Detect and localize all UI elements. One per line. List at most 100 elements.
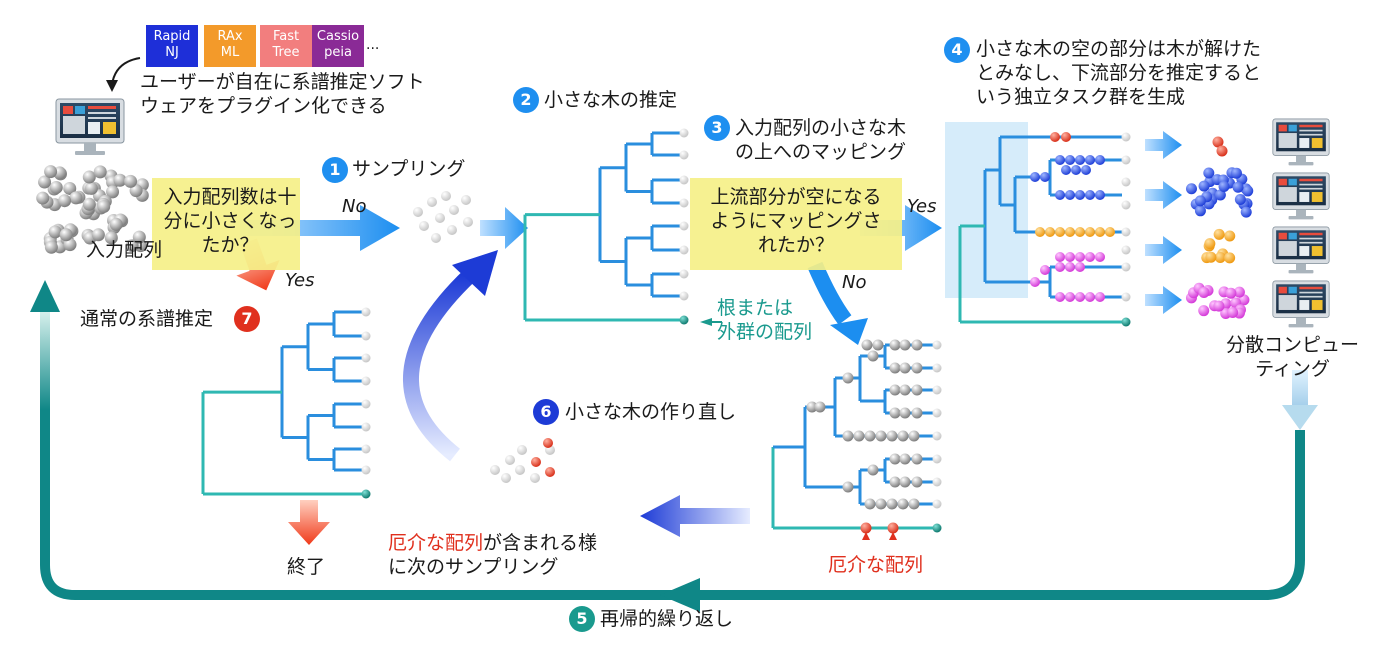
to-tree-arrow bbox=[480, 207, 528, 249]
input-sequence-dot bbox=[113, 173, 127, 187]
bead-blue bbox=[1030, 172, 1040, 182]
no-arrow bbox=[240, 205, 400, 251]
bead bbox=[899, 362, 911, 374]
branch bbox=[858, 354, 885, 403]
sampled-points bbox=[413, 191, 473, 243]
resample-caption: 厄介な配列が含まれる様 に次のサンプリング bbox=[388, 507, 597, 579]
bead bbox=[886, 430, 898, 442]
step-badge-1: 1 bbox=[322, 157, 348, 183]
bead-blue bbox=[1081, 165, 1091, 175]
problem-arrow-2 bbox=[889, 532, 897, 540]
branch bbox=[598, 166, 626, 263]
end-label: 終了 bbox=[287, 556, 326, 578]
leaf bbox=[361, 307, 371, 317]
bead bbox=[889, 384, 901, 396]
leaf bbox=[361, 353, 371, 363]
input-sequence-dot bbox=[36, 191, 50, 205]
bead-magenta bbox=[1075, 252, 1085, 262]
step-badge-4: 4 bbox=[944, 37, 970, 63]
leaf bbox=[361, 422, 371, 432]
cluster-dot bbox=[1213, 300, 1225, 312]
branch bbox=[803, 405, 860, 489]
no-map-arrow bbox=[807, 261, 852, 325]
step-badge-6: 6 bbox=[533, 399, 559, 425]
bead bbox=[897, 430, 909, 442]
leaf bbox=[932, 477, 942, 487]
step-badge-2: 2 bbox=[513, 87, 539, 113]
bead bbox=[889, 453, 901, 465]
cluster-dot bbox=[1234, 193, 1246, 205]
bead-magenta bbox=[1055, 252, 1065, 262]
resampled-dot bbox=[545, 467, 555, 477]
leaf bbox=[932, 431, 942, 441]
computer-icon bbox=[55, 98, 125, 156]
cluster-dot bbox=[1230, 167, 1242, 179]
cluster-dot bbox=[1224, 230, 1236, 242]
branch bbox=[650, 272, 680, 298]
recursion-loop-head-left bbox=[30, 280, 60, 312]
sampled-dot bbox=[427, 197, 437, 207]
bead bbox=[889, 339, 901, 351]
cluster-dot bbox=[1213, 228, 1225, 240]
bead bbox=[908, 430, 920, 442]
task-clusters bbox=[1185, 136, 1254, 319]
computer-icon bbox=[1272, 118, 1330, 166]
bead bbox=[897, 498, 909, 510]
bead bbox=[899, 407, 911, 419]
cluster-dot bbox=[1224, 252, 1236, 264]
branch bbox=[771, 447, 935, 530]
resampled-dot bbox=[531, 457, 541, 467]
cluster-dot bbox=[1194, 195, 1206, 207]
problem-arrow-1 bbox=[862, 532, 870, 540]
bead-blue bbox=[1055, 190, 1065, 200]
input-sequence-dot bbox=[63, 181, 77, 195]
cluster-dot bbox=[1216, 145, 1228, 157]
bead-magenta bbox=[1065, 252, 1075, 262]
leaf bbox=[361, 376, 371, 386]
sampled-dot bbox=[449, 205, 459, 215]
input-sequence-cluster bbox=[36, 165, 149, 254]
bead-blue bbox=[1085, 155, 1095, 165]
branch bbox=[332, 310, 362, 338]
decision-size-text: 入力配列数は十 分に小さくなっ たか？ bbox=[163, 186, 297, 256]
input-sequence-dot bbox=[132, 230, 146, 244]
leaf bbox=[679, 221, 689, 231]
cluster-dot bbox=[1233, 286, 1245, 298]
no-label: No bbox=[342, 196, 367, 217]
problem-seq-node bbox=[860, 522, 872, 534]
cluster-dot bbox=[1218, 181, 1230, 193]
bead-magenta bbox=[1095, 292, 1105, 302]
bead bbox=[911, 453, 923, 465]
tool-rapidnj: Rapid NJ bbox=[146, 25, 198, 67]
branch bbox=[306, 322, 334, 371]
leaf bbox=[932, 363, 942, 373]
bead bbox=[875, 430, 887, 442]
step-3-text: 入力配列の小さな木 の上へのマッピング bbox=[735, 117, 907, 163]
step-badge-3: 3 bbox=[704, 115, 730, 141]
step-2-text: 小さな木の推定 bbox=[544, 89, 678, 111]
bead bbox=[899, 384, 911, 396]
cluster-dot bbox=[1205, 251, 1217, 263]
sampled-dot bbox=[441, 191, 451, 201]
bead bbox=[861, 339, 873, 351]
input-sequence-dot bbox=[109, 217, 123, 231]
bead bbox=[867, 464, 879, 476]
bead-blue bbox=[1065, 155, 1075, 165]
problem-seq-inline: 厄介な配列 bbox=[388, 532, 484, 554]
leaf bbox=[679, 128, 689, 138]
branch bbox=[1013, 175, 1122, 234]
bead bbox=[842, 372, 854, 384]
bead bbox=[911, 362, 923, 374]
bead bbox=[899, 453, 911, 465]
branch bbox=[650, 178, 680, 205]
bead-magenta bbox=[1085, 252, 1095, 262]
plugin-caption: ユーザーが自在に系譜推定ソフト ウェアをプラグイン化できる bbox=[140, 71, 425, 117]
recursion-loop-arrow bbox=[40, 310, 1305, 600]
task-arrow bbox=[1145, 181, 1182, 209]
input-sequence-dot bbox=[58, 194, 72, 208]
bead-blue bbox=[1055, 155, 1065, 165]
end-arrow bbox=[288, 500, 330, 545]
bead bbox=[886, 498, 898, 510]
root-leaf bbox=[679, 315, 689, 325]
bead bbox=[864, 430, 876, 442]
